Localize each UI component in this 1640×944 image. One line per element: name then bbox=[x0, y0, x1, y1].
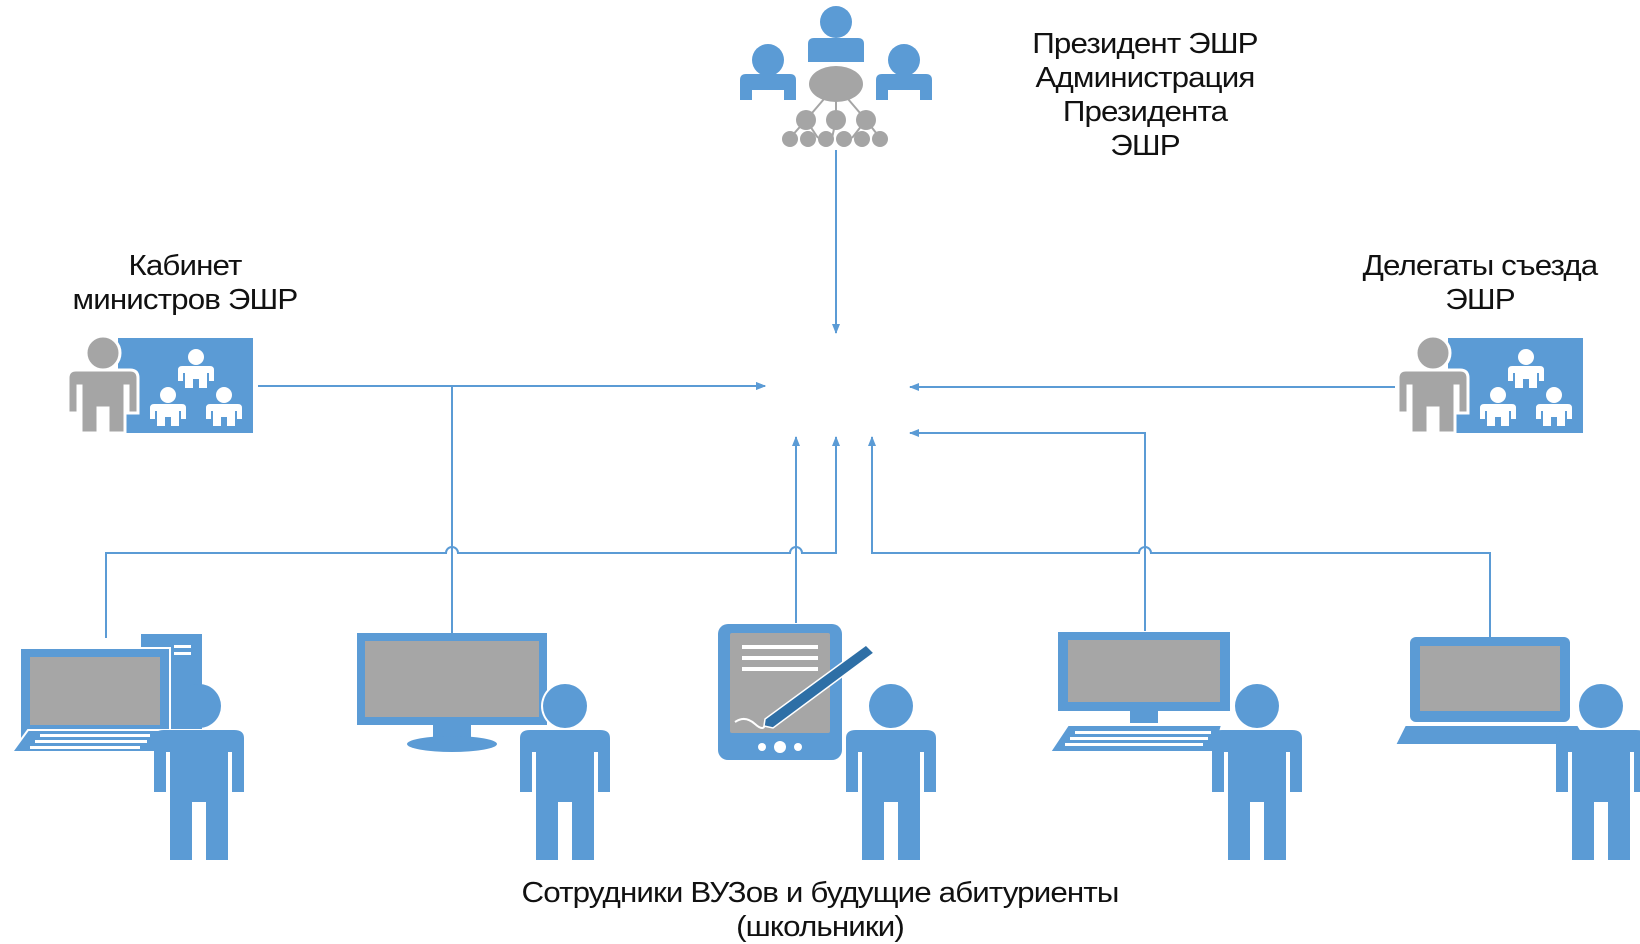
monitor-user-icon bbox=[357, 633, 610, 860]
group-meeting-icon bbox=[1398, 336, 1583, 433]
organization-hierarchy-icon bbox=[740, 6, 932, 147]
group-meeting-icon bbox=[68, 336, 253, 433]
president-label: Президент ЭШР Администрация Президента Э… bbox=[1032, 28, 1258, 162]
tablet-pen-user-icon bbox=[718, 624, 936, 860]
users-label: Сотрудники ВУЗов и будущие абитуриенты (… bbox=[521, 877, 1119, 943]
connector-lines bbox=[105, 150, 1491, 643]
laptop-user-icon bbox=[1393, 637, 1640, 860]
computer-keyboard-user-icon bbox=[1048, 632, 1302, 860]
desktop-computer-user-icon bbox=[10, 634, 244, 860]
delegates-label: Делегаты съезда ЭШР bbox=[1362, 250, 1599, 316]
cabinet-label: Кабинет министров ЭШР bbox=[72, 250, 299, 316]
